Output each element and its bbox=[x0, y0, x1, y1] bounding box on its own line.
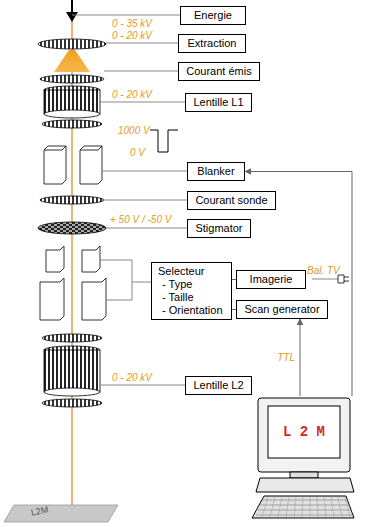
emitted-current-box: Courant émis bbox=[178, 62, 260, 81]
voltage-range: 0 - 20 kV bbox=[112, 372, 152, 383]
lens-bottom bbox=[44, 388, 100, 396]
signal-line bbox=[300, 319, 301, 396]
computer: L 2 M bbox=[250, 396, 356, 522]
box-label: Energie bbox=[187, 9, 239, 22]
blanker-plate bbox=[44, 146, 66, 184]
aperture-disk bbox=[42, 399, 102, 407]
pulse-voltage: 1000 V bbox=[118, 125, 150, 136]
signal-name: TTL bbox=[276, 352, 296, 363]
option-text: - Type bbox=[158, 278, 225, 291]
imaging-box: Imagerie bbox=[236, 270, 306, 289]
box-label: Courant sonde bbox=[194, 194, 269, 207]
energy-box: Energie bbox=[180, 6, 246, 25]
aperture-disk bbox=[42, 334, 102, 342]
screen-text: L 2 M bbox=[283, 426, 325, 439]
signal-name: Bal. TV bbox=[307, 265, 340, 276]
emission-cone bbox=[54, 50, 90, 72]
deflector-plate bbox=[82, 246, 100, 272]
deflector-plate bbox=[40, 278, 64, 320]
option-text: - Taille bbox=[158, 291, 225, 304]
computer-illustration bbox=[250, 396, 356, 522]
extraction-disk bbox=[38, 39, 106, 49]
lens-l2 bbox=[44, 350, 100, 392]
sample-plate bbox=[4, 505, 118, 522]
box-label: Blanker bbox=[194, 165, 238, 178]
box-label: Scan generator bbox=[243, 303, 321, 316]
leader-lines bbox=[72, 15, 187, 385]
box-label: Selecteur bbox=[158, 265, 225, 278]
voltage-range: 0 - 20 kV bbox=[112, 30, 152, 41]
box-label: Lentille L2 bbox=[192, 379, 245, 392]
lens-box: Lentille L1 bbox=[185, 93, 252, 112]
deflector-plate bbox=[82, 278, 106, 320]
blanker-plate bbox=[80, 146, 102, 150]
option-text: - Orientation bbox=[158, 304, 225, 317]
stigmator-disk bbox=[38, 222, 106, 234]
voltage-range: + 50 V / -50 V bbox=[110, 214, 171, 225]
pulse-voltage: 0 V bbox=[130, 147, 145, 158]
box-label: Stigmator bbox=[194, 222, 244, 235]
lens-bottom bbox=[44, 110, 100, 118]
box-label: Courant émis bbox=[185, 65, 253, 78]
pulse-symbol bbox=[150, 130, 178, 152]
aperture-disk bbox=[40, 75, 104, 83]
video-wire bbox=[312, 279, 338, 280]
stigmator-box: Stigmator bbox=[187, 219, 251, 238]
box-label: Lentille L1 bbox=[192, 96, 245, 109]
lens-box: Lentille L2 bbox=[185, 376, 252, 395]
probe-current-box: Courant sonde bbox=[187, 191, 276, 210]
tip bbox=[71, 0, 73, 12]
scan-generator-box: Scan generator bbox=[236, 300, 328, 319]
deflector-plate bbox=[46, 246, 64, 272]
video-plug bbox=[338, 275, 349, 283]
blanker-box: Blanker bbox=[187, 162, 245, 181]
aperture-disk bbox=[42, 120, 102, 128]
aperture-disk bbox=[40, 196, 104, 204]
voltage-range: 0 - 35 kV bbox=[112, 18, 152, 29]
blanker-plate bbox=[44, 146, 66, 150]
tip bbox=[66, 12, 78, 22]
blanker-plate bbox=[80, 146, 102, 184]
voltage-range: 0 - 20 kV bbox=[112, 89, 152, 100]
box-label: Imagerie bbox=[243, 273, 299, 286]
box-label: Extraction bbox=[185, 37, 239, 50]
extraction-box: Extraction bbox=[178, 34, 246, 53]
selector-box: Selecteur- Type- Taille- Orientation bbox=[151, 262, 232, 320]
